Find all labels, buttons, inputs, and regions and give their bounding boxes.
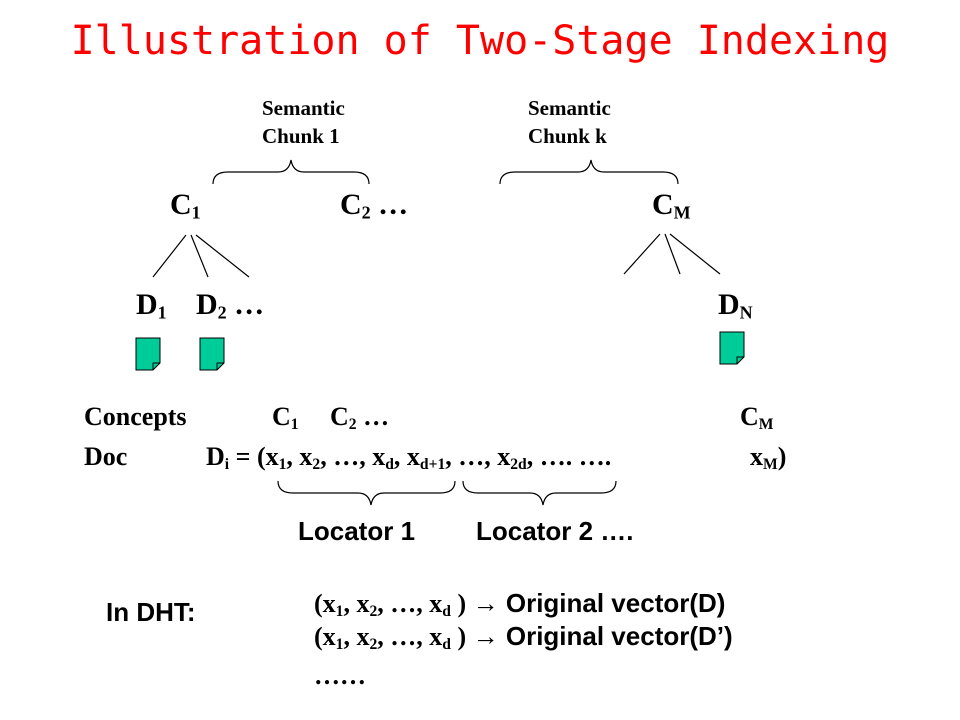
concepts-row-c2: C2 … <box>330 402 390 433</box>
edge-cm-left <box>623 233 661 275</box>
concepts-row-cm: CM <box>740 402 774 433</box>
dht-ellipsis: …… <box>314 661 366 690</box>
page-title: Illustration of Two-Stage Indexing <box>70 18 890 64</box>
dht-entry: (x1, x2, …, xd ) → Original vector(D’) <box>314 621 733 653</box>
chunk-1-brace <box>212 159 370 185</box>
right-arrow-icon: → <box>472 588 499 618</box>
concepts-row-label: Concepts <box>84 402 187 431</box>
locator-2-brace <box>462 480 617 506</box>
doc-node-d2: D2 … <box>196 288 265 323</box>
document-icon <box>135 337 161 371</box>
locator-1-label: Locator 1 <box>298 516 416 546</box>
concept-node-c2: C2 … <box>340 188 409 223</box>
doc-vector-last-component: xM) <box>750 442 787 473</box>
edge-c1-left <box>152 234 187 278</box>
doc-row-label: Doc <box>84 442 128 471</box>
doc-node-d1: D1 <box>136 288 167 323</box>
concept-node-c1: C1 <box>170 188 201 223</box>
right-arrow-icon: → <box>472 621 499 651</box>
dht-label: In DHT: <box>106 597 196 627</box>
concept-node-cm: CM <box>652 188 691 223</box>
edge-cm-mid <box>664 233 681 275</box>
document-icon <box>199 337 225 371</box>
doc-node-dn: DN <box>718 288 753 323</box>
dht-entry: (x1, x2, …, xd ) → Original vector(D) <box>314 588 726 620</box>
document-icon <box>719 331 745 365</box>
doc-vector-expression: Di = (x1, x2, …, xd, xd+1, …, x2d, …. …. <box>206 442 612 473</box>
locator-1-brace <box>277 480 456 506</box>
chunk-k-brace <box>499 159 679 185</box>
concepts-row-c1: C1 <box>272 402 299 433</box>
locator-2-label: Locator 2 …. <box>476 516 634 546</box>
edge-c1-mid <box>190 234 209 278</box>
edge-cm-right <box>669 233 721 275</box>
edge-c1-right <box>195 234 250 278</box>
